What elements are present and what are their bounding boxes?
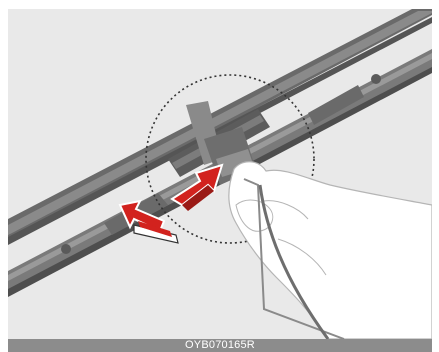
figure-code: OYB070165R (185, 339, 255, 351)
figure-code-bar: OYB070165R (8, 339, 432, 352)
wiper-diagram (8, 9, 432, 339)
wiper-blade-illustration (8, 9, 432, 339)
